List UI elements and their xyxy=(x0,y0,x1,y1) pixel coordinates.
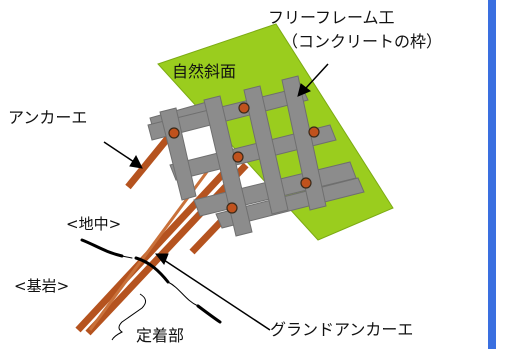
anchorage-label: 定着部 xyxy=(136,326,185,345)
ground-anchor-rod-a xyxy=(75,157,239,333)
ground-anchor-work-label: グランドアンカーエ xyxy=(270,320,414,339)
anchor-head-2 xyxy=(238,102,250,114)
anchor-head-6 xyxy=(226,202,238,214)
frame-bar-cross-4 xyxy=(281,75,327,211)
anchor-head-3 xyxy=(308,126,320,138)
anchor-work-arrowhead xyxy=(129,154,143,169)
anchor-heads xyxy=(168,102,320,214)
anchor-head-4 xyxy=(232,151,244,163)
free-frame-arrow xyxy=(305,63,329,89)
ground-anchor-rod-b xyxy=(85,162,249,336)
bedrock-label: <基岩> xyxy=(14,277,70,295)
free-frame-arrowhead xyxy=(297,83,311,97)
ground-surface-line-2 xyxy=(134,256,170,284)
bedrock-line-2 xyxy=(196,304,222,324)
ground-anchor-arrow xyxy=(163,259,271,331)
frame-bar-cross-3 xyxy=(243,85,289,215)
anchor-work-label: アンカーエ xyxy=(8,108,88,127)
anchor-work-arrow xyxy=(103,141,135,163)
right-edge-bar xyxy=(488,0,496,349)
free-frame-sub-label: （コンクリートの枠） xyxy=(282,32,443,51)
ground-lines xyxy=(80,238,222,324)
anchor-head-1 xyxy=(168,127,180,139)
ground-surface-line xyxy=(80,238,124,258)
free-frame-label: フリーフレーム工 xyxy=(268,8,395,27)
bedrock-line xyxy=(167,281,199,307)
anchorage-brace xyxy=(111,293,146,341)
frame-bar-cross-2 xyxy=(203,95,253,237)
ground-surface-line-thin xyxy=(121,255,133,259)
leader-arrows xyxy=(103,63,329,331)
anchor-rod-short xyxy=(125,130,175,190)
natural-slope-label: 自然斜面 xyxy=(172,62,237,81)
ground-anchor-arrowhead xyxy=(154,253,169,265)
anchor-head-5 xyxy=(300,177,312,189)
underground-label: <地中> xyxy=(66,215,122,233)
